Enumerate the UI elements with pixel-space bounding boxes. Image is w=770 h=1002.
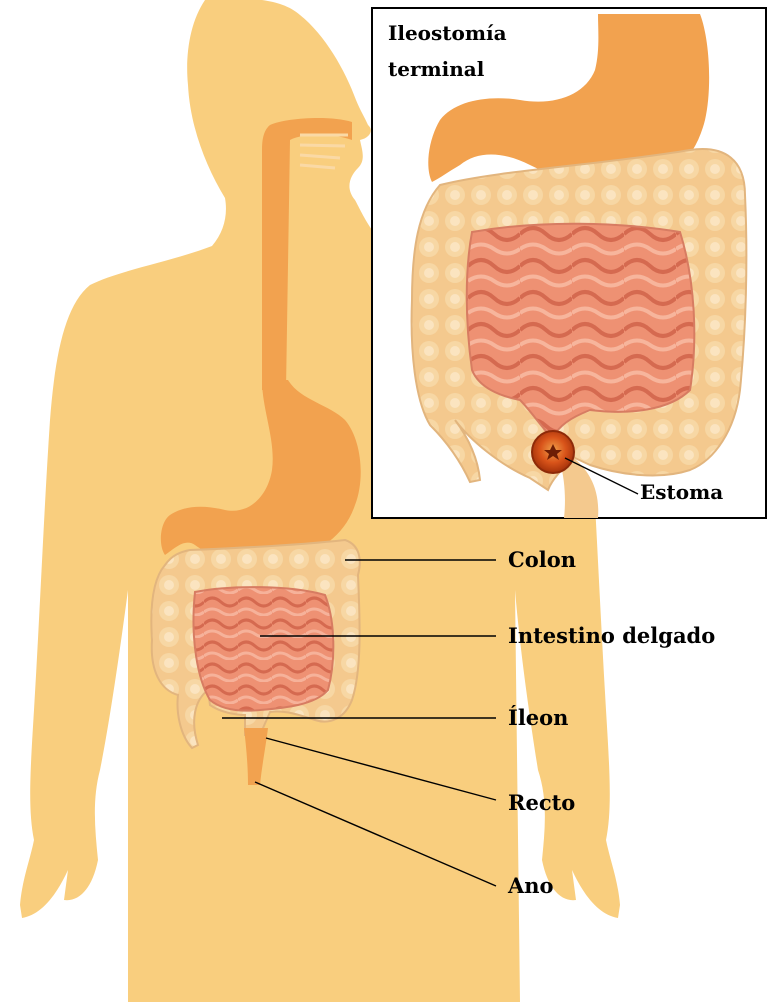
ileum-label: Íleon <box>508 705 568 730</box>
colon-label: Colon <box>508 547 576 572</box>
stoma-label: Estoma <box>640 480 723 504</box>
anus-label: Ano <box>507 873 554 898</box>
inset-title-line2: terminal <box>388 57 485 81</box>
rectum-label: Recto <box>508 790 575 815</box>
inset-title-line1: Ileostomía <box>388 21 507 45</box>
small-intestine <box>193 587 333 711</box>
small-intestine-label: Intestino delgado <box>508 623 715 648</box>
